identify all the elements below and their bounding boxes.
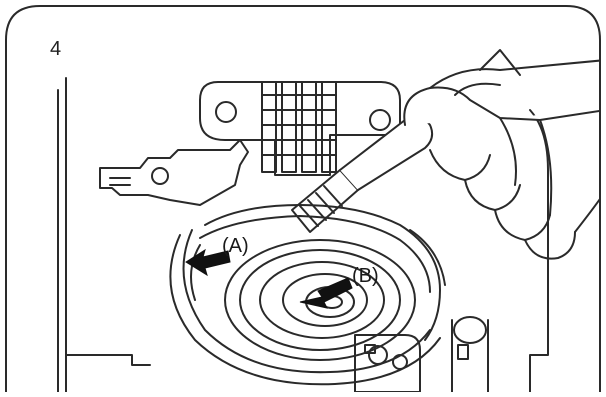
hand-icon xyxy=(404,50,606,259)
bobbin-race-icon xyxy=(170,205,445,384)
holder-arm xyxy=(100,140,248,205)
race-screws xyxy=(355,317,488,392)
arrow-b xyxy=(300,278,352,308)
step-number: 4 xyxy=(50,38,61,61)
label-b: (B) xyxy=(352,265,379,287)
label-a: (A) xyxy=(222,235,249,257)
bed-left-edge xyxy=(58,78,66,392)
